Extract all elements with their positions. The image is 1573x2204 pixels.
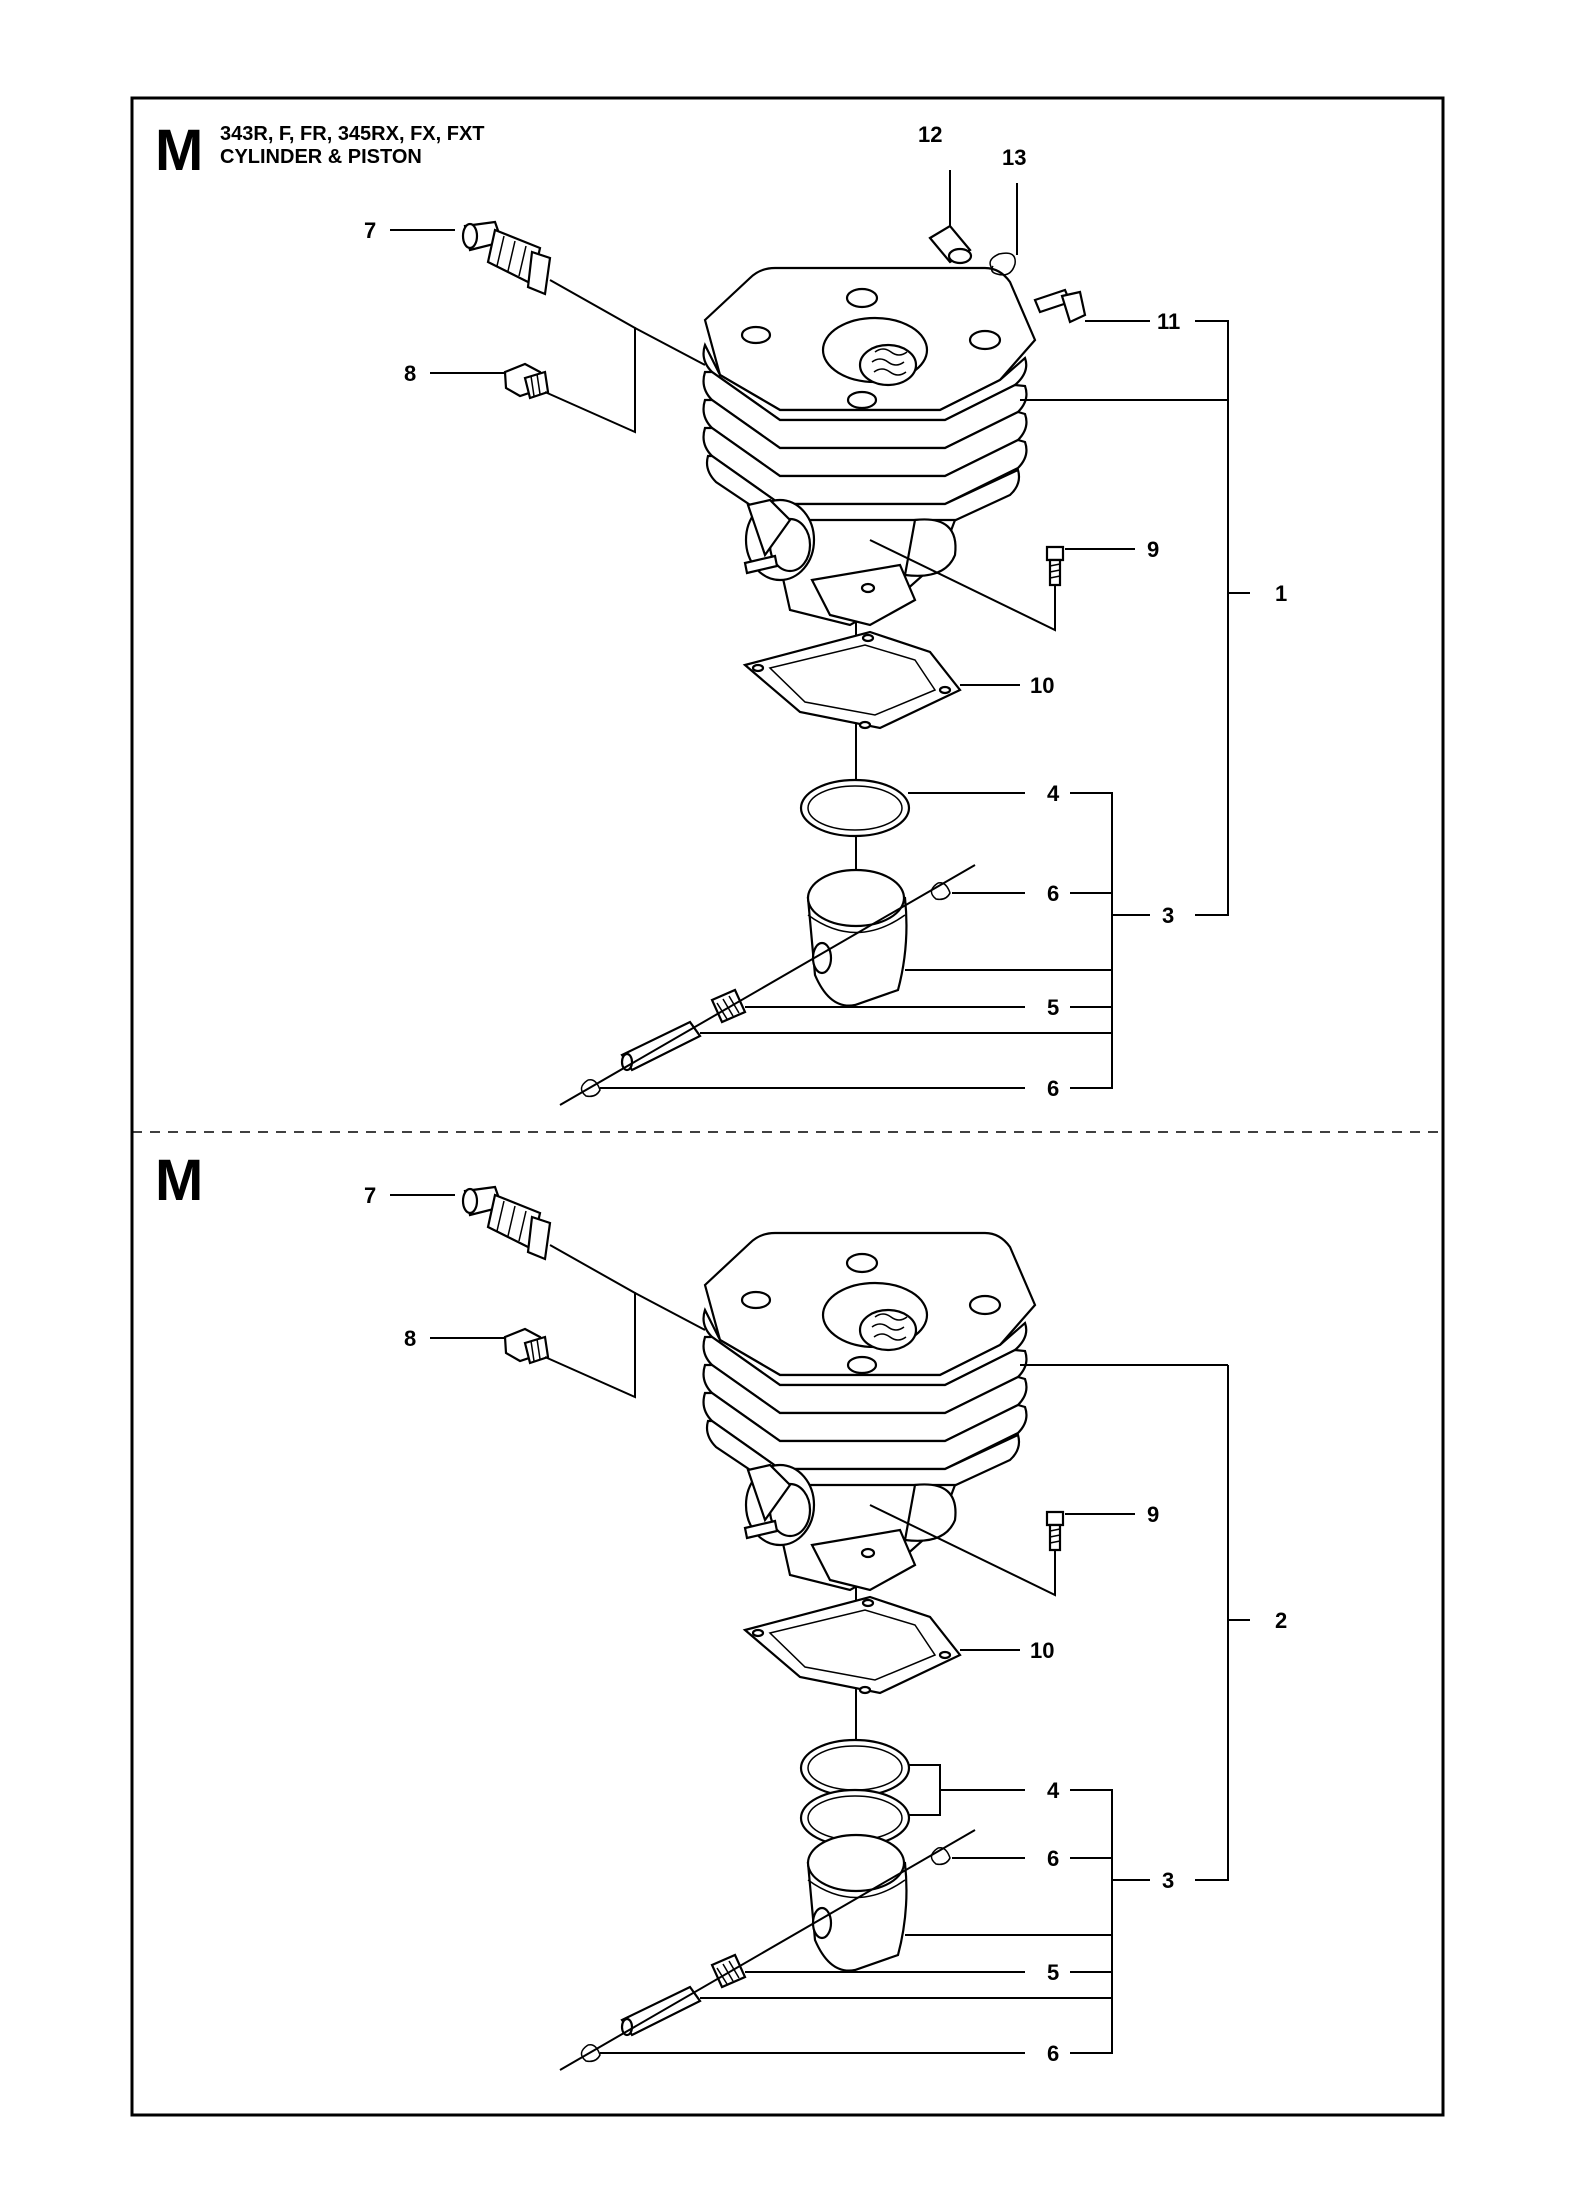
- callout-5-bottom: 5: [1047, 1960, 1059, 1985]
- bracket-3-bottom: [1070, 1789, 1113, 2054]
- top-sleeve-drawing: [928, 224, 973, 265]
- top-section-title-models: 343R, F, FR, 345RX, FX, FXT: [220, 123, 485, 145]
- top-ring-drawing: [799, 778, 911, 838]
- top-piston-drawing: [558, 863, 977, 1107]
- leader-7-8-bracket-bottom: [544, 1244, 636, 1399]
- callout-6a-top: 6: [1047, 881, 1059, 906]
- callout-8-top: 8: [404, 361, 416, 386]
- page-frame: [130, 96, 1445, 2117]
- callout-10-top: 10: [1030, 673, 1054, 698]
- bracket-11-1: [1195, 320, 1229, 400]
- top-gasket-drawing: [743, 630, 962, 730]
- callout-3-top: 3: [1162, 903, 1174, 928]
- callout-3-bottom: 3: [1162, 1868, 1174, 1893]
- leader-bracket-cyl-bottom: [634, 1292, 706, 1331]
- callout-10-bottom: 10: [1030, 1638, 1054, 1663]
- top-section: M 343R, F, FR, 345RX, FX, FXT CYLINDER &…: [155, 118, 1287, 1107]
- bracket-1-3: [1195, 400, 1229, 916]
- bottom-gasket-drawing: [743, 1595, 962, 1695]
- leader-7-8-bracket-top: [544, 279, 636, 434]
- callout-7-bottom: 7: [364, 1183, 376, 1208]
- bracket-3-top: [1070, 792, 1113, 1089]
- top-plug-drawing: [503, 362, 550, 400]
- bottom-screw-drawing: [1045, 1510, 1065, 1552]
- callout-11-top: 11: [1157, 309, 1180, 334]
- callout-1-top: 1: [1275, 581, 1287, 606]
- leader-9-flange-top: [869, 539, 1056, 632]
- top-section-title-name: CYLINDER & PISTON: [220, 146, 422, 168]
- callout-6b-bottom: 6: [1047, 2041, 1059, 2066]
- top-nipple-drawing: [1033, 288, 1087, 324]
- top-section-letter: M: [155, 118, 203, 183]
- callout-9-top: 9: [1147, 537, 1159, 562]
- bottom-ring-1-drawing: [799, 1738, 911, 1798]
- bottom-cylinder-drawing: [702, 1231, 1037, 1592]
- callout-8-bottom: 8: [404, 1326, 416, 1351]
- callout-4-bottom: 4: [1047, 1778, 1060, 1803]
- bracket-2-3: [1195, 1365, 1229, 1881]
- top-screw-drawing: [1045, 545, 1065, 587]
- callout-9-bottom: 9: [1147, 1502, 1159, 1527]
- bottom-plug-drawing: [503, 1327, 550, 1365]
- bottom-valve-drawing: [461, 1185, 552, 1261]
- callout-6a-bottom: 6: [1047, 1846, 1059, 1871]
- bottom-section: M: [155, 1148, 1287, 2072]
- top-valve-drawing: [461, 220, 552, 296]
- callout-12-top: 12: [918, 122, 942, 147]
- callout-4-top: 4: [1047, 781, 1060, 806]
- callout-7-top: 7: [364, 218, 376, 243]
- callout-2-bottom: 2: [1275, 1608, 1287, 1633]
- callout-5-top: 5: [1047, 995, 1059, 1020]
- top-cylinder-drawing: [702, 266, 1037, 627]
- callout-6b-top: 6: [1047, 1076, 1059, 1101]
- bottom-section-letter: M: [155, 1148, 203, 1213]
- top-clip-drawing: [989, 252, 1016, 276]
- leader-rings-bottom: [908, 1764, 941, 1816]
- leader-bracket-cyl-top: [634, 327, 706, 366]
- callout-13-top: 13: [1002, 145, 1026, 170]
- leader-9-flange-bottom: [869, 1504, 1056, 1597]
- bottom-piston-drawing: [558, 1828, 977, 2072]
